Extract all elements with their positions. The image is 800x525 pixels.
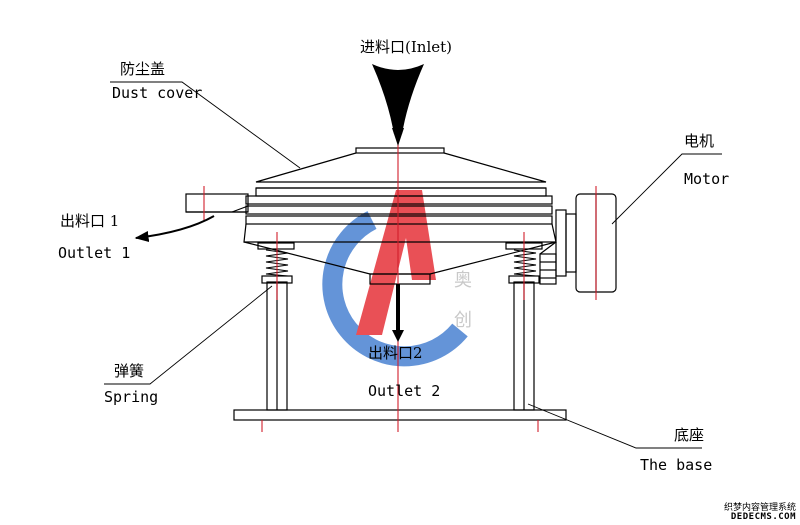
- watermark-char-2: 创: [454, 310, 472, 331]
- centerlines: [203, 100, 597, 432]
- outlet1-label-cn: 出料口 1: [60, 212, 120, 230]
- motor-leader: [611, 153, 722, 225]
- base-leader: [527, 403, 702, 449]
- outlet1-label-en: Outlet 1: [58, 244, 131, 262]
- logo-red-a: [356, 190, 436, 335]
- logo-blue-arc: [322, 211, 468, 367]
- outlet1-chute: [185, 193, 249, 213]
- inlet-arrow-icon: [392, 128, 404, 146]
- dust-cover-label-cn: 防尘盖: [120, 60, 166, 78]
- motor-label-en: Motor: [684, 170, 730, 188]
- sieve-body: [243, 147, 557, 285]
- lower-frame: [245, 215, 553, 225]
- outlet2-label-cn: 出料口2: [368, 344, 423, 362]
- left-spring-cap: [257, 242, 295, 250]
- spring-label-cn: 弹簧: [114, 362, 145, 380]
- motor-label-cn: 电机: [684, 132, 715, 150]
- inlet-collar: [355, 147, 445, 154]
- outlet2-label-en: Outlet 2: [368, 382, 441, 400]
- inlet-funnel-icon: [372, 64, 424, 134]
- spring-label-en: Spring: [104, 388, 159, 406]
- base-label-cn: 底座: [674, 426, 705, 444]
- watermark-char-1: 奥: [454, 270, 472, 291]
- leader-lines: [104, 81, 722, 449]
- outlet2-arrow-icon: [392, 284, 404, 342]
- dust-cover-leader: [110, 81, 301, 169]
- base-plate: [233, 409, 567, 421]
- spring-leader: [104, 285, 273, 385]
- screen-frame: [245, 205, 553, 215]
- site-watermark: 织梦内容管理系统 DEDECMS.COM: [710, 504, 796, 522]
- lower-hopper-ring: [243, 223, 557, 243]
- motor-bracket: [539, 253, 557, 285]
- outlet1-arrow-icon: [134, 215, 215, 243]
- base-label-en: The base: [640, 456, 713, 474]
- site-watermark-en: DEDECMS.COM: [730, 512, 796, 522]
- watermark-logo: [322, 190, 468, 367]
- spring-right: [513, 249, 537, 277]
- site-watermark-cn: 织梦内容管理系统: [723, 503, 796, 513]
- inlet-label: 进料口(Inlet): [360, 38, 452, 56]
- dust-cover-top: [255, 152, 547, 183]
- flow-arrows: [134, 64, 424, 342]
- dust-cover-label-en: Dust cover: [112, 84, 203, 102]
- upper-frame: [245, 195, 553, 205]
